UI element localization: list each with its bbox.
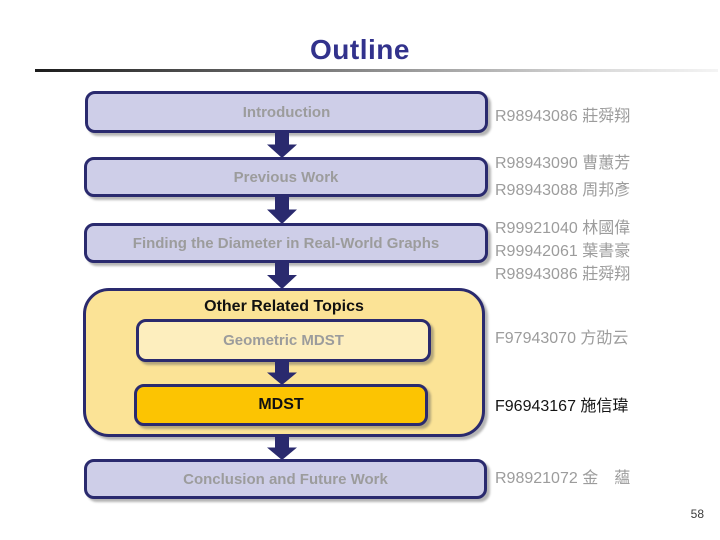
presenter-name: R99921040 林國偉: [495, 220, 631, 237]
names-conclusion: R98921072 金 蘊: [495, 468, 630, 490]
down-arrow-icon: [267, 195, 297, 224]
presenter-name: R99942061 葉書豪: [495, 243, 631, 260]
names-mdst: F96943167 施信瑋: [495, 396, 628, 418]
outline-box-introduction-label: Introduction: [242, 103, 331, 121]
names-introduction: R98943086 莊舜翔: [495, 106, 630, 128]
outline-box-finding-diameter: Finding the Diameter in Real-World Graph…: [84, 223, 488, 263]
outline-box-conclusion-label: Conclusion and Future Work: [183, 470, 388, 488]
outline-box-previous-work-label: Previous Work: [233, 168, 339, 186]
outline-group-title: Other Related Topics: [204, 298, 364, 315]
presenter-name: R98943086 莊舜翔: [495, 266, 631, 283]
presenter-name: F97943070 方劭云: [495, 330, 629, 347]
outline-box-previous-work: Previous Work: [84, 157, 488, 197]
names-geometric-mdst: F97943070 方劭云: [495, 328, 628, 350]
names-finding-diameter: R99921040 林國偉 R99942061 葉書豪 R98943086 莊舜…: [495, 217, 630, 286]
presenter-name: R98943088 周邦彥: [495, 182, 631, 199]
down-arrow-icon: [267, 360, 297, 385]
page-number: 58: [690, 507, 704, 521]
outline-box-mdst-label: MDST: [258, 396, 304, 413]
title-divider-line: [35, 69, 718, 72]
outline-box-introduction: Introduction: [85, 91, 488, 133]
presenter-name: R98943086 莊舜翔: [495, 108, 631, 125]
down-arrow-icon: [267, 435, 297, 460]
outline-box-mdst: MDST: [134, 384, 428, 426]
presenter-name: R98943090 曹蕙芳: [495, 155, 631, 172]
outline-box-geometric-mdst-label: Geometric MDST: [223, 332, 344, 349]
presenter-name: R98921072 金 蘊: [495, 470, 631, 487]
down-arrow-icon: [267, 261, 297, 289]
outline-box-conclusion: Conclusion and Future Work: [84, 459, 487, 499]
slide-title: Outline: [310, 34, 410, 65]
outline-box-finding-diameter-label: Finding the Diameter in Real-World Graph…: [132, 234, 440, 252]
names-previous-work: R98943090 曹蕙芳 R98943088 周邦彥: [495, 150, 630, 204]
presenter-name: F96943167 施信瑋: [495, 398, 629, 415]
down-arrow-icon: [267, 131, 297, 158]
outline-box-geometric-mdst: Geometric MDST: [136, 319, 431, 362]
